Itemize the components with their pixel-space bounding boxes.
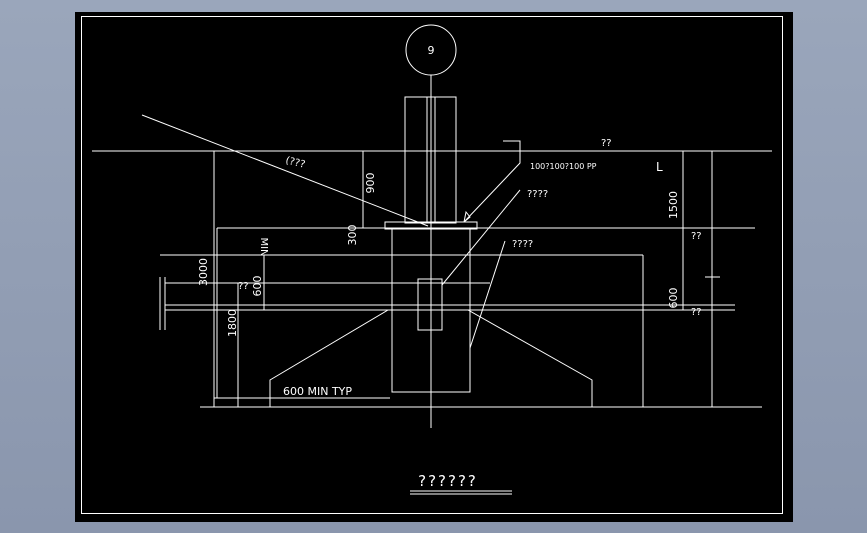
plate-leader-arrow — [463, 210, 471, 223]
steel-column — [404, 96, 457, 224]
plate-leader — [463, 140, 521, 223]
l-mark: L — [656, 160, 663, 174]
dowel-callout: ???? — [512, 239, 533, 250]
grid-bubble-label: 9 — [428, 44, 435, 57]
dim-600-right-label: 600 — [667, 288, 680, 309]
plate-callout: 100?100?100 PP — [530, 162, 597, 171]
top-right-mark: ?? — [601, 138, 612, 149]
spread-footing — [269, 309, 593, 407]
dim-1500-label: 1500 — [667, 191, 680, 219]
dim-600-left-label: 600 — [251, 276, 264, 297]
left-small-mark: ?? — [238, 281, 249, 292]
right-upper-mark: ?? — [691, 231, 702, 242]
sheet-title: ?????? — [418, 472, 478, 490]
dim-min-label: MIN — [258, 237, 269, 256]
dim-1800-label: 1800 — [226, 309, 239, 337]
dim-900-label: 900 — [364, 173, 377, 194]
anchor-callout: ???? — [527, 189, 548, 200]
slope-line — [141, 114, 429, 227]
right-lower-mark: ?? — [691, 307, 702, 318]
slope-label: (??? — [284, 155, 306, 170]
anchor-leader — [441, 189, 521, 286]
dowel-leader — [469, 240, 506, 349]
dim-300-label: 300 — [346, 225, 359, 246]
dim-3000-label: 3000 — [197, 258, 210, 286]
footing-width-label: 600 MIN TYP — [283, 385, 352, 398]
drawing-border — [81, 16, 783, 514]
